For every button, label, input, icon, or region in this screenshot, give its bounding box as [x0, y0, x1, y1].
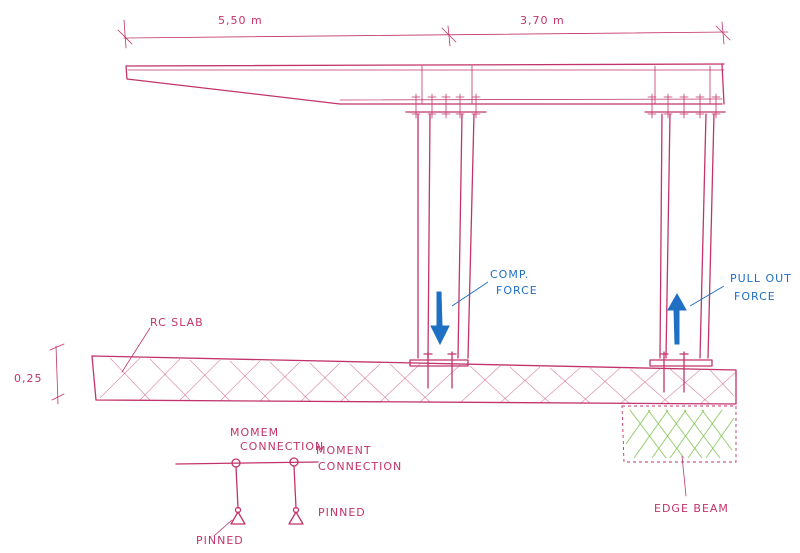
moment-connection-left-1: MOMEM: [230, 426, 279, 439]
left-span-label: 5,50 m: [218, 14, 263, 27]
dimension-line: [117, 19, 731, 49]
pinned-left-leader: [213, 519, 233, 537]
rc-slab: [91, 355, 737, 405]
top-bolts-left: [411, 93, 481, 119]
right-column: [659, 113, 715, 359]
comp-force-arrow: [430, 291, 450, 346]
left-column: [417, 113, 475, 359]
comp-force-label-1: COMP.: [490, 268, 529, 281]
right-span-label: 3,70 m: [520, 14, 565, 27]
static-scheme: [175, 457, 319, 509]
edge-beam-label: EDGE BEAM: [654, 502, 729, 515]
edge-beam: [621, 405, 737, 463]
pull-out-label-2: FORCE: [734, 290, 776, 303]
moment-connection-left-2: CONNECTION: [240, 440, 324, 453]
rc-slab-label: RC SLAB: [150, 316, 204, 329]
pull-out-label-1: PULL OUT: [730, 272, 792, 285]
pull-out-force-arrow: [667, 292, 687, 345]
slab-thickness-label: 0,25: [14, 372, 43, 385]
pinned-label-right: PINNED: [318, 506, 366, 519]
pinned-support-left: [230, 506, 246, 525]
rc-slab-leader: [121, 327, 151, 373]
pinned-support-right: [288, 506, 304, 525]
canopy-beam: [125, 63, 726, 113]
comp-force-leader: [451, 281, 489, 307]
pull-out-leader: [689, 285, 725, 307]
slab-thickness-dimension: [49, 343, 65, 405]
pinned-label-left: PINNED: [196, 534, 244, 547]
comp-force-label-2: FORCE: [496, 284, 538, 297]
right-base-plate: [649, 351, 713, 393]
top-bolts-right: [647, 93, 721, 119]
moment-connection-right-1: MOMENT: [316, 444, 372, 457]
moment-connection-right-2: CONNECTION: [318, 460, 402, 473]
edge-beam-leader: [681, 455, 687, 497]
left-base-plate: [409, 351, 469, 389]
